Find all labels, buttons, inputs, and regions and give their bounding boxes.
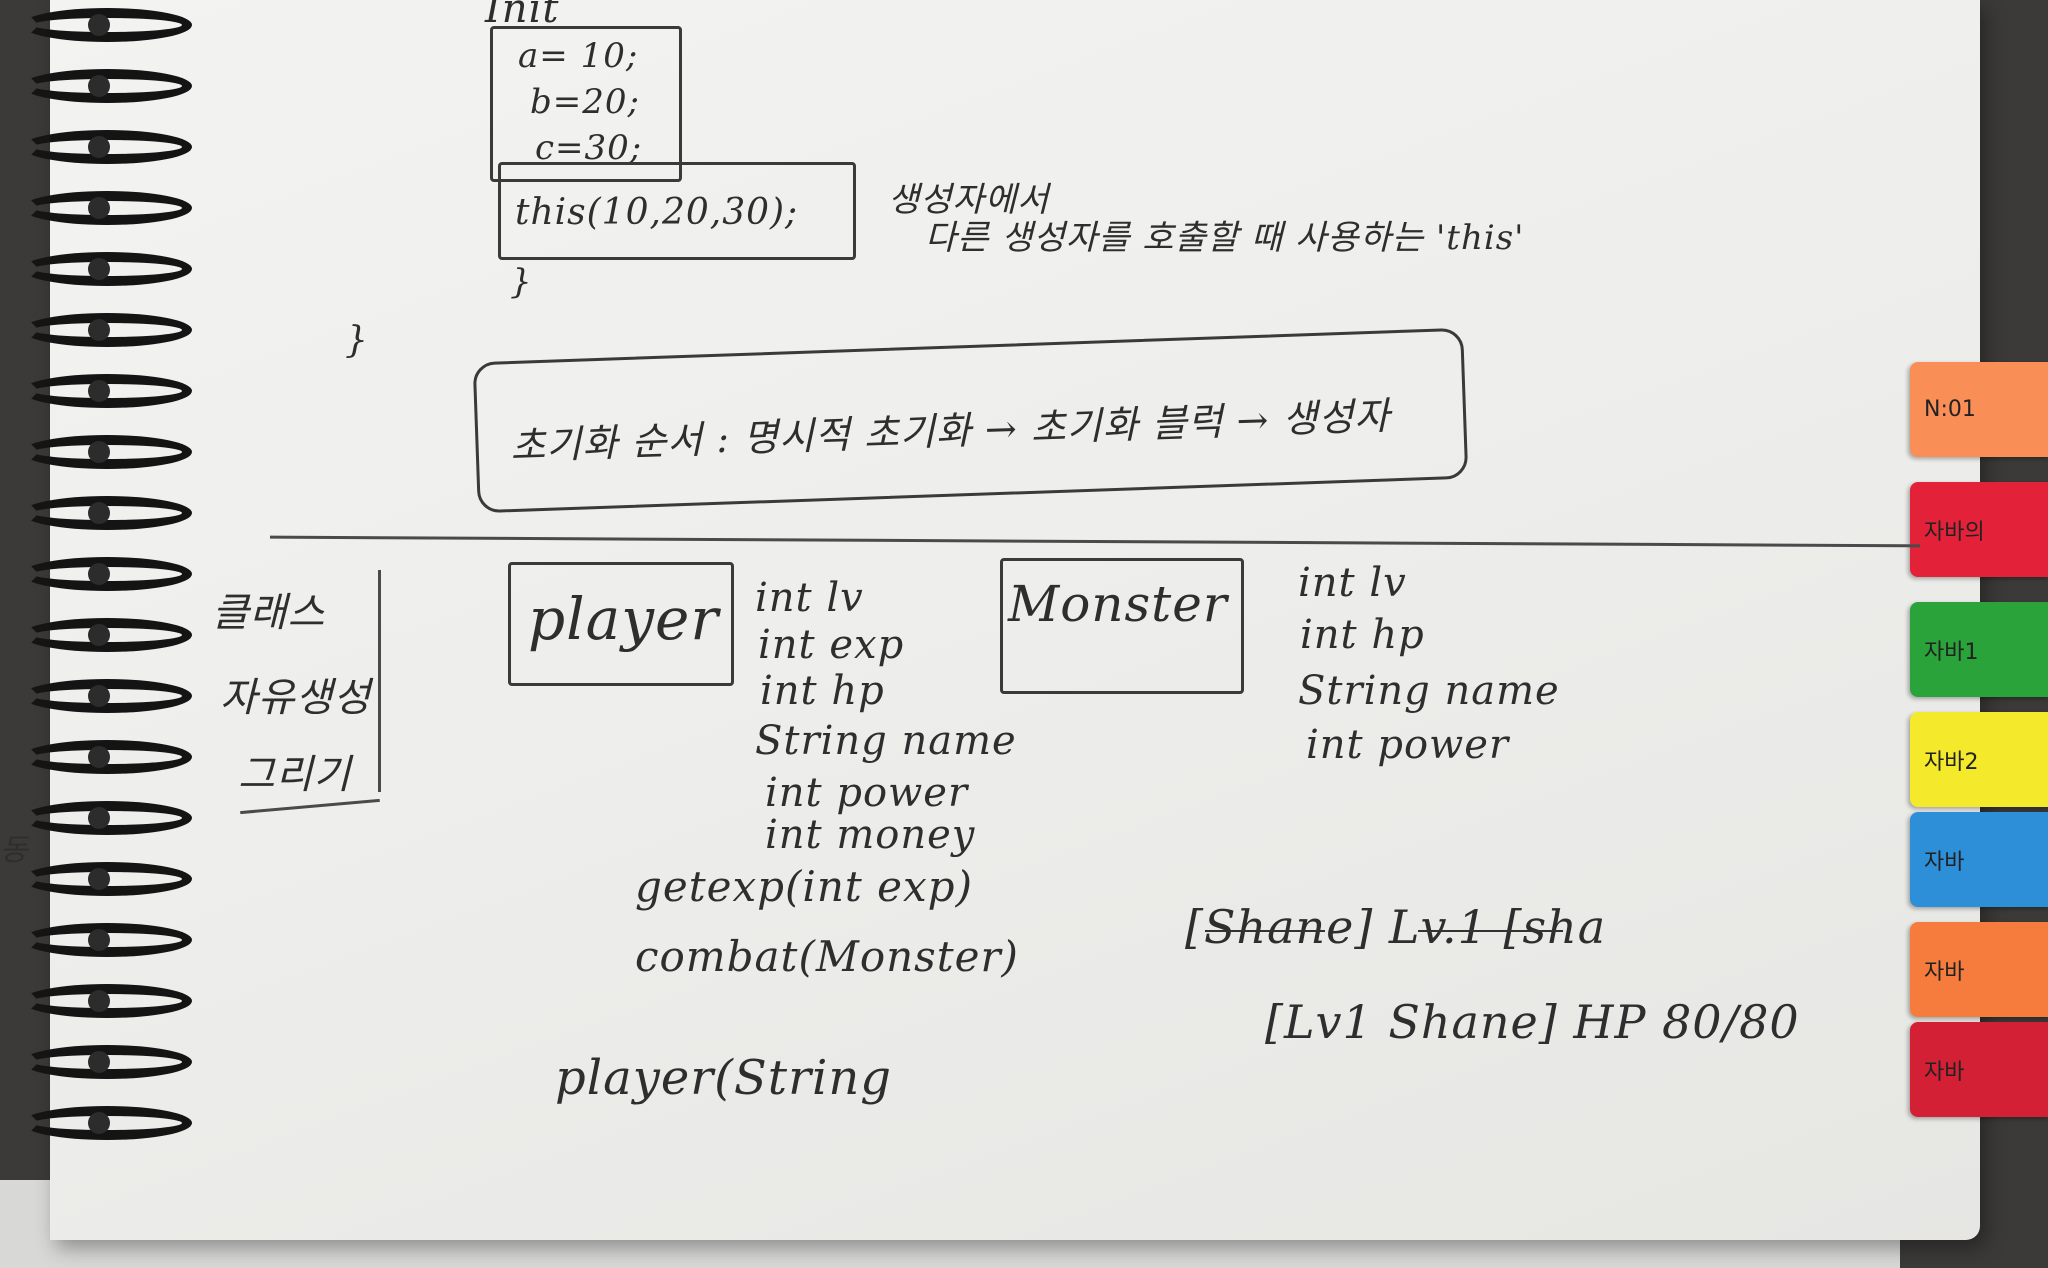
index-tab-label: 자바2 <box>1924 749 1979 775</box>
punch-hole <box>88 75 110 97</box>
player-constructor: player(String <box>555 1050 892 1106</box>
player-field: int exp <box>758 622 905 668</box>
player-field: String name <box>755 718 1017 764</box>
code-line-b: b=20; <box>530 82 640 122</box>
index-tab: 자바의 <box>1910 482 2048 577</box>
punch-hole <box>88 807 110 829</box>
punch-hole <box>88 929 110 951</box>
spiral-ring <box>22 435 192 469</box>
punch-hole <box>88 868 110 890</box>
player-method-getexp: getexp(int exp) <box>635 862 973 911</box>
margin-text: 동 <box>0 833 29 868</box>
this-note-line2: 다른 생성자를 호출할 때 사용하는 'this' <box>925 218 1525 258</box>
index-tab-label: 자바의 <box>1924 519 1985 545</box>
spiral-ring <box>22 1106 192 1140</box>
close-brace: } <box>510 262 533 302</box>
index-tab-label: 자바 <box>1924 849 1965 875</box>
monster-class-name: Monster <box>1008 575 1228 633</box>
punch-hole <box>88 1051 110 1073</box>
spiral-ring <box>22 618 192 652</box>
punch-hole <box>88 197 110 219</box>
spiral-ring <box>22 1045 192 1079</box>
punch-hole <box>88 441 110 463</box>
punch-hole <box>88 136 110 158</box>
spiral-ring <box>22 252 192 286</box>
player-field: int hp <box>760 668 885 714</box>
punch-hole <box>88 1112 110 1134</box>
punch-hole <box>88 685 110 707</box>
this-note-line1: 생성자에서 <box>888 180 1050 220</box>
index-tab-label: 자바 <box>1924 1059 1965 1085</box>
spiral-ring <box>22 8 192 42</box>
index-tab: N:01 <box>1910 362 2048 457</box>
punch-hole <box>88 14 110 36</box>
index-tab: 자바 <box>1910 812 2048 907</box>
output-line-1: [Shane] Lv.1 [sha <box>1185 900 1607 954</box>
spiral-ring <box>22 191 192 225</box>
spiral-ring <box>22 374 192 408</box>
punch-hole <box>88 258 110 280</box>
player-field: int money <box>765 812 976 858</box>
index-tab-label: N:01 <box>1924 397 1976 422</box>
monster-field: String name <box>1298 668 1560 714</box>
monster-class-box <box>1000 558 1244 694</box>
spiral-ring <box>22 984 192 1018</box>
player-class-name: player <box>528 585 720 653</box>
class-label-3: 그리기 <box>238 752 352 798</box>
punch-hole <box>88 380 110 402</box>
output-strike-1 <box>1205 930 1325 932</box>
index-tab: 자바 <box>1910 922 2048 1017</box>
spiral-ring <box>22 801 192 835</box>
spiral-ring <box>22 130 192 164</box>
output-strike-2 <box>1418 930 1563 932</box>
output-line-2: [Lv1 Shane] HP 80/80 <box>1265 995 1800 1049</box>
this-call-box <box>498 162 856 260</box>
monster-field: int power <box>1306 722 1510 768</box>
punch-hole <box>88 563 110 585</box>
punch-hole <box>88 624 110 646</box>
player-method-combat: combat(Monster) <box>635 932 1019 981</box>
punch-hole <box>88 746 110 768</box>
notebook-page <box>50 0 1980 1240</box>
spiral-ring <box>22 923 192 957</box>
index-tab: 자바 <box>1910 1022 2048 1117</box>
punch-hole <box>88 502 110 524</box>
outer-close-brace: } <box>345 320 369 361</box>
field-init-box <box>490 26 682 182</box>
punch-hole <box>88 990 110 1012</box>
code-line-c: c=30; <box>535 128 643 168</box>
spiral-ring <box>22 740 192 774</box>
index-tab-label: 자바 <box>1924 959 1965 985</box>
punch-hole <box>88 319 110 341</box>
monster-field: int hp <box>1300 612 1425 658</box>
player-field: int power <box>765 770 969 816</box>
spiral-ring <box>22 69 192 103</box>
index-tab: 자바2 <box>1910 712 2048 807</box>
spiral-ring <box>22 496 192 530</box>
spiral-ring <box>22 313 192 347</box>
this-call-code: this(10,20,30); <box>515 192 799 233</box>
spiral-ring <box>22 862 192 896</box>
spiral-ring <box>22 557 192 591</box>
class-label-2: 자유생성 <box>220 675 372 721</box>
class-label-1: 클래스 <box>212 590 326 636</box>
monster-field: int lv <box>1298 560 1407 606</box>
index-tab: 자바1 <box>1910 602 2048 697</box>
spiral-ring <box>22 679 192 713</box>
label-bracket-vertical <box>378 570 381 792</box>
player-field: int lv <box>755 575 864 621</box>
index-tab-label: 자바1 <box>1924 639 1979 665</box>
code-line-a: a= 10; <box>518 36 639 76</box>
player-class-box <box>508 562 734 686</box>
